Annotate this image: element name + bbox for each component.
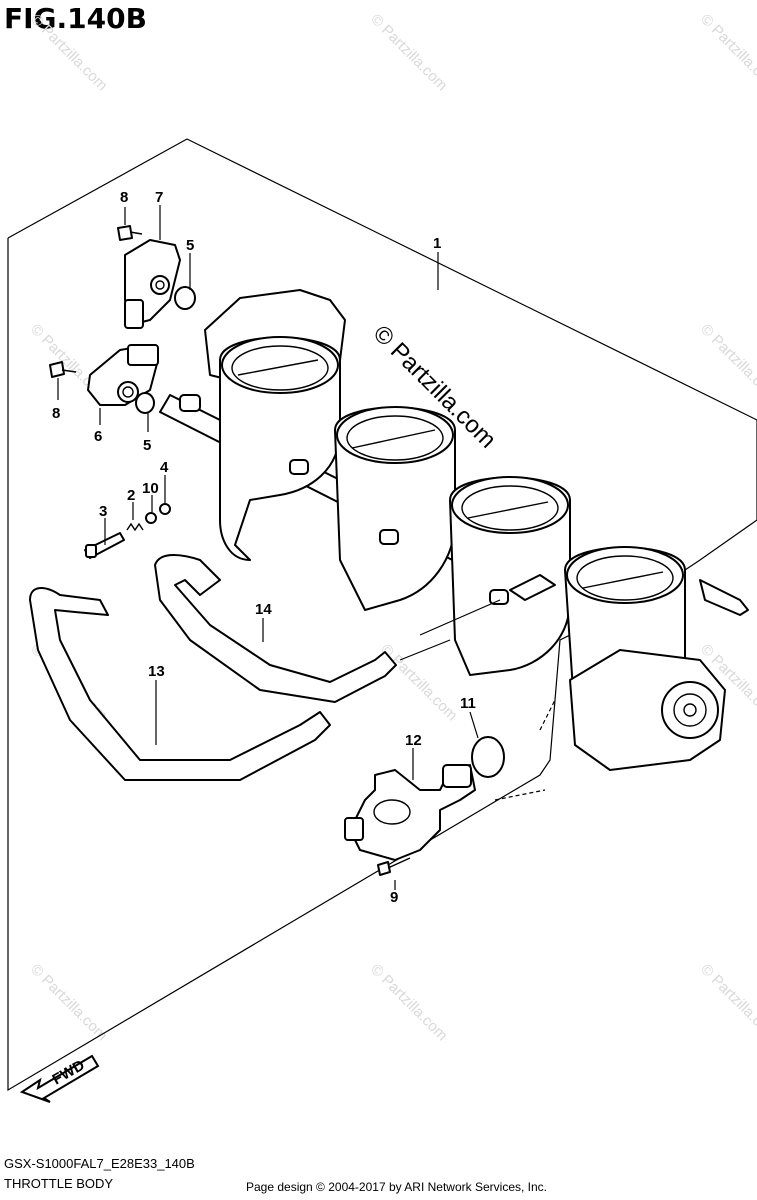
- hose-part-14: [154, 554, 397, 703]
- callout-6: 6: [94, 428, 102, 445]
- o-ring-part-11: [471, 736, 505, 778]
- copyright-credit: Page design © 2004-2017 by ARI Network S…: [246, 1180, 548, 1194]
- hose-part-13: [29, 587, 331, 781]
- watermark-text: © Partzilla.com: [697, 321, 757, 404]
- callout-14: 14: [255, 601, 272, 618]
- callout-5-upper: 5: [186, 237, 194, 254]
- adjust-screw-set: [84, 503, 171, 559]
- figure-title: FIG.140B: [4, 2, 147, 35]
- watermark-text: © Partzilla.com: [377, 641, 460, 724]
- watermark-text: © Partzilla.com: [367, 961, 450, 1044]
- callout-5-lower: 5: [143, 437, 151, 454]
- model-code: GSX-S1000FAL7_E28E33_140B: [4, 1156, 195, 1171]
- valve-part-12: [344, 764, 476, 876]
- callout-2: 2: [127, 487, 135, 504]
- forward-arrow-icon: FWD: [19, 1054, 100, 1103]
- callout-9: 9: [390, 889, 398, 906]
- callout-11: 11: [460, 695, 476, 712]
- sensor-part-6: [49, 344, 159, 414]
- callout-8-upper: 8: [120, 189, 128, 206]
- callout-3: 3: [99, 503, 107, 520]
- callout-4: 4: [160, 459, 169, 476]
- callout-10: 10: [142, 480, 159, 497]
- watermark-text: © Partzilla.com: [367, 11, 450, 94]
- callout-8-lower: 8: [52, 405, 60, 422]
- watermark-text: © Partzilla.com: [697, 961, 757, 1044]
- throttle-body-assembly: [159, 289, 749, 771]
- watermark-text: © Partzilla.com: [27, 961, 110, 1044]
- sensor-part-7: [117, 225, 196, 329]
- callout-1: 1: [433, 235, 441, 252]
- callout-7: 7: [155, 189, 163, 206]
- callout-13: 13: [148, 663, 165, 680]
- watermark-text: © Partzilla.com: [27, 11, 110, 94]
- watermark-text: © Partzilla.com: [697, 11, 757, 94]
- callout-12: 12: [405, 732, 422, 749]
- section-name: THROTTLE BODY: [4, 1176, 114, 1191]
